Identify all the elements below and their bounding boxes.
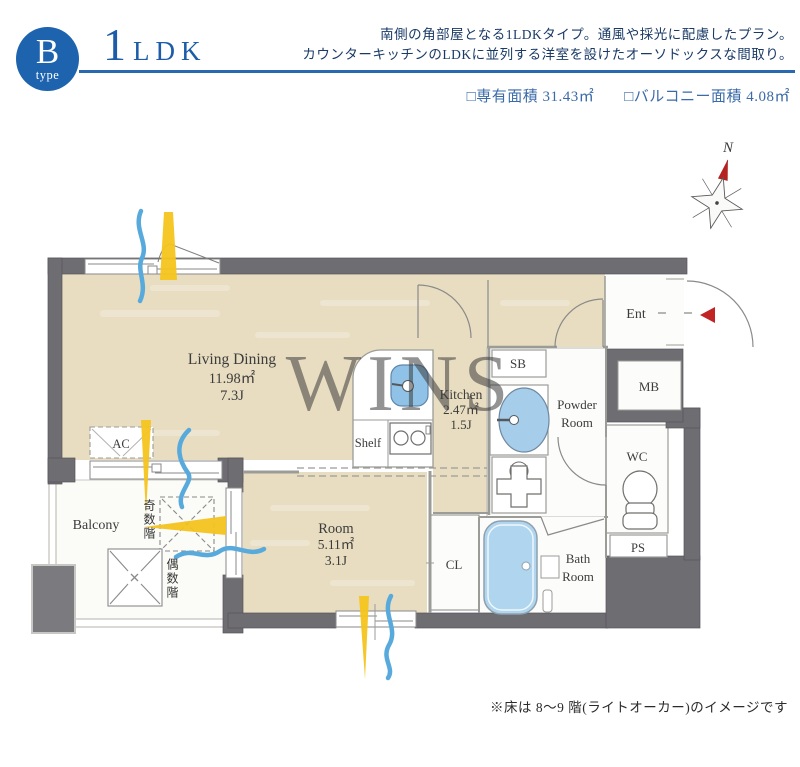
airflow-squiggle-bedroom-bottom (384, 593, 395, 681)
bath-step (542, 589, 553, 613)
wall-corner-block (605, 555, 701, 629)
living-dining-label: Living Dining (188, 351, 277, 368)
wc-door-arc (557, 436, 607, 486)
window-bedroom-bottom (335, 604, 417, 640)
living-dining-tatami: 7.3J (220, 388, 244, 404)
washing-machine-icon (491, 456, 547, 514)
description-line-2: カウンターキッチンのLDKに並列する洋室を設けたオーソドックスな間取り。 (302, 46, 793, 62)
description-line-1: 南側の角部屋となる1LDKタイプ。通風や採光に配慮したプラン。 (380, 27, 793, 42)
toilet-label: WC (627, 449, 648, 464)
airflow-squiggle-bedroom-side (173, 545, 267, 560)
toilet-icon (622, 470, 658, 530)
airflow-squiggle-top (136, 208, 146, 304)
area-figures: □専有面積 31.43㎡ □バルコニー面積 4.08㎡ (467, 85, 790, 106)
hatch-label-even: 偶数階 (165, 558, 179, 600)
bath-room-label-1: Bath (566, 551, 591, 566)
entrance-floor (605, 276, 667, 348)
sunlight-beams (141, 212, 369, 679)
meter-box-label: MB (639, 379, 660, 394)
bathtub-icon (483, 520, 538, 615)
evacuation-hatch-even (107, 548, 163, 607)
wall-right-lower (683, 407, 701, 561)
wall-bottom-left (227, 612, 337, 629)
north-label: N (722, 140, 734, 156)
badge-letter: B (35, 32, 60, 71)
wall-bottom-right (414, 612, 609, 629)
pipe-space-label: PS (631, 541, 645, 555)
closet (429, 514, 480, 611)
balcony-pillar (31, 564, 76, 634)
balcony-label: Balcony (73, 518, 120, 533)
wash-basin-icon (489, 384, 550, 456)
airflow-squiggles (136, 208, 395, 681)
ld-door-arc (417, 284, 472, 339)
interior-walls (243, 276, 608, 613)
title-unit: LDK (133, 36, 207, 66)
kitchen-area: 2.47㎡ (443, 402, 479, 417)
shelf-label: Shelf (355, 436, 382, 450)
sunlight-beam-bedroom-side (144, 516, 226, 535)
exclusive-area-label: □専有面積 31.43㎡ (466, 89, 595, 105)
sunlight-beam-bedroom-bottom (359, 596, 369, 679)
badge-sub: type (35, 68, 60, 82)
sunlight-beam-balcony (141, 420, 151, 515)
kitchen-tatami: 1.5J (450, 417, 471, 432)
footnote: ※床は 8〜9 階(ライトオーカー)のイメージです (490, 700, 788, 715)
b-type-badge: B type (16, 27, 79, 91)
floor-plank-streaks (100, 285, 570, 586)
window-living-top (84, 258, 221, 275)
powder-door-arc (554, 298, 604, 348)
entrance-jamb (666, 276, 684, 348)
pipe-space (609, 534, 668, 558)
balcony-parapet-left (48, 481, 57, 568)
balcony-area-label: □バルコニー面積 4.08㎡ (624, 89, 790, 105)
powder-room-label-2: Room (561, 415, 593, 430)
entrance-label: Ent (626, 307, 646, 322)
airflow-squiggle-balcony (177, 427, 192, 510)
kitchen-label: Kitchen (440, 387, 483, 402)
bedroom-floor (243, 472, 427, 613)
title-number: 1 (103, 19, 126, 70)
window-bedroom-side (225, 487, 243, 579)
meter-box (617, 360, 682, 411)
compass-needle-red (717, 159, 728, 181)
room-labels: Living Dining 11.98㎡ 7.3J Kitchen 2.47㎡ … (73, 307, 660, 584)
bath-folding-door (540, 516, 605, 536)
balcony-parapet-bottom (74, 618, 226, 628)
bath-room-label-2: Room (562, 569, 594, 584)
hatch-label-odd: 奇数階 (142, 499, 156, 541)
bedroom-tatami: 3.1J (325, 553, 347, 568)
window-living-balcony (89, 460, 223, 480)
plan-title: 1 LDK (103, 18, 207, 71)
shoe-box-label: SB (510, 356, 526, 371)
entry-arrow-icon (700, 307, 715, 323)
wall-left (47, 257, 63, 485)
watermark: WINS (286, 340, 514, 428)
faucet-icon (402, 380, 414, 392)
doors (417, 280, 754, 486)
stove-icon (389, 422, 432, 455)
closet-label: CL (446, 557, 463, 572)
bath-counter (540, 555, 560, 579)
living-dining-area: 11.98㎡ (209, 370, 256, 387)
bedroom-label: Room (318, 521, 354, 537)
sliding-partition (297, 467, 487, 477)
ldk-floor (62, 274, 605, 513)
entrance (666, 276, 715, 348)
kitchen-counter (352, 349, 434, 468)
ac-label: AC (112, 437, 129, 451)
bedroom-area: 5.11㎡ (318, 537, 355, 552)
plan-description: 南側の角部屋となる1LDKタイプ。通風や採光に配慮したプラン。 カウンターキッチ… (302, 25, 793, 65)
header-rule (79, 70, 795, 73)
shoe-box (491, 349, 547, 378)
powder-room-label-1: Powder (557, 397, 597, 412)
compass: N (690, 140, 744, 230)
sunlight-beam-top (160, 212, 177, 280)
